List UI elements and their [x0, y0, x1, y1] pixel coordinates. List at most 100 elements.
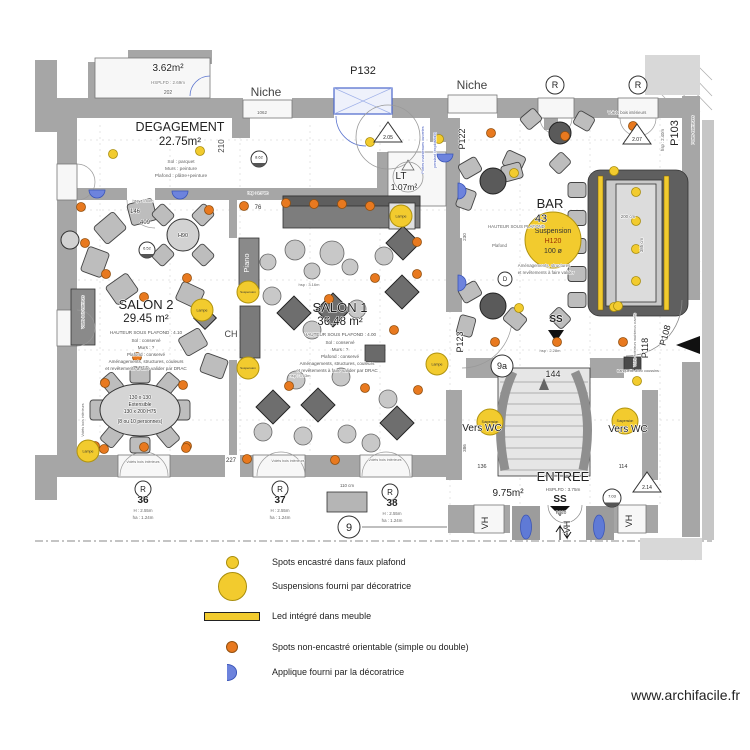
- label-p120: P120: [556, 510, 567, 515]
- chair: [293, 426, 313, 446]
- plan-label: 227: [226, 458, 237, 464]
- plan-path: [461, 317, 513, 369]
- plan-label: Murs : ?: [332, 347, 349, 352]
- wall: [392, 98, 448, 118]
- plan-label: banquette avec coussins: [617, 369, 659, 373]
- label-niche-2: Niche: [457, 78, 488, 92]
- badge-label: R: [635, 80, 642, 90]
- plan-label: 130 x 200 H75: [124, 409, 157, 415]
- legend-item-applique: Applique fourni par la décoratrice: [200, 657, 404, 687]
- plan-path: [548, 330, 564, 342]
- plan-path: [625, 299, 683, 357]
- spot-yellow-icon: [108, 149, 118, 159]
- chair: [378, 389, 398, 409]
- lamp-icon-label: Lampe: [197, 308, 208, 312]
- wall: [446, 118, 460, 238]
- plan-path: [256, 451, 282, 477]
- spot-orange-icon: [552, 337, 562, 347]
- plan-label: 200 cm: [621, 214, 636, 219]
- plan-label: H : 2.55m: [270, 508, 289, 513]
- badge: [337, 515, 361, 539]
- plan-path: [562, 524, 572, 540]
- suspension-icon: [476, 408, 504, 436]
- spot-orange-icon: [490, 337, 500, 347]
- table-round: [479, 167, 507, 195]
- window-opening: [242, 99, 293, 119]
- chair: [151, 203, 175, 227]
- lamp-icon: [76, 439, 100, 463]
- plan-label: hsp : 1.94m: [248, 190, 270, 195]
- plan-label: Volets bois intérieurs: [368, 458, 401, 462]
- legend-item-spots-encastre: Spots encastré dans faux plafond: [200, 547, 406, 577]
- lamp-icon: [190, 298, 214, 322]
- chair: [259, 253, 277, 271]
- table-round: [166, 218, 200, 252]
- chair: [567, 182, 587, 198]
- spot-yellow-icon: [225, 555, 239, 569]
- suspension-icon-label: Suspension: [482, 420, 499, 424]
- applique-icon: [457, 274, 467, 292]
- chair: [178, 327, 208, 357]
- table: [384, 274, 420, 310]
- table: [255, 389, 291, 425]
- led-strip: [597, 175, 604, 311]
- plan-label: Plafond: [492, 243, 507, 248]
- suspension-icon: [236, 356, 260, 380]
- chair: [80, 246, 110, 278]
- badge-label: 6.52: [143, 246, 152, 251]
- legend-label: Applique fourni par la décoratrice: [272, 667, 405, 677]
- furniture: [364, 344, 386, 363]
- room-title-lt: LT: [396, 171, 407, 182]
- chair: [151, 243, 175, 267]
- window-opening: [359, 454, 413, 478]
- spot-orange-icon: [412, 237, 422, 247]
- badge: [140, 254, 154, 259]
- plan-label: Sol : conservé: [131, 338, 161, 343]
- legend-label: Spots non-encastré orientable (simple ou…: [272, 642, 469, 652]
- plan-label: 130 x 130: [129, 395, 151, 401]
- marker-triangle: [373, 121, 403, 143]
- plan-label: H : 2.55m: [133, 508, 152, 513]
- window-opening: [617, 504, 647, 534]
- chair: [361, 433, 381, 453]
- table-label: H90: [178, 233, 188, 239]
- plan-label: et revêtements à faire valider par DRAC: [296, 368, 378, 373]
- legend-item-suspensions: Suspensions fourni par décoratrice: [200, 571, 411, 601]
- plan-label: ha : 1.24m: [270, 515, 291, 520]
- window-opening: [117, 454, 171, 478]
- plan-label: Aménagements, structures, couleurs: [300, 361, 376, 366]
- plan-path: [385, 451, 411, 477]
- plan-label: Plafond : conservé: [321, 354, 359, 359]
- badge: [628, 75, 648, 95]
- suspension-icon: [236, 280, 260, 304]
- wall: [170, 455, 225, 477]
- plan-label: Portes maintenues ouvertes: [421, 126, 425, 173]
- window-opening: [473, 504, 505, 534]
- plan-label: Plafond : plâtre+peinture: [155, 173, 208, 179]
- label-p118: P118: [640, 338, 650, 358]
- badge-label: 7.03: [608, 494, 617, 499]
- label-p122: P122: [457, 128, 467, 149]
- spot-orange-icon: [309, 199, 319, 209]
- plan-path: [361, 451, 387, 477]
- plan-label: 146: [130, 209, 141, 215]
- plan-label: SS: [549, 314, 563, 325]
- table: [315, 292, 351, 328]
- badge: [545, 75, 565, 95]
- spot-orange-icon: [486, 128, 496, 138]
- marker-triangle-label: 2.14: [642, 485, 652, 491]
- marker-triangle: [622, 123, 652, 145]
- wall: [57, 455, 118, 477]
- chair: [502, 307, 528, 331]
- lamp-icon-label: Lampe: [83, 449, 94, 453]
- wall: [229, 188, 237, 238]
- table: [276, 295, 312, 331]
- led-bar-icon: [204, 611, 260, 621]
- wall: [57, 200, 77, 310]
- spot-orange-icon: [100, 378, 110, 388]
- plan-label: (8 ou 10 personnes): [118, 419, 163, 425]
- plan-label: 36.48 m²: [317, 316, 363, 328]
- chair: [93, 211, 127, 245]
- dining-table: [99, 383, 181, 437]
